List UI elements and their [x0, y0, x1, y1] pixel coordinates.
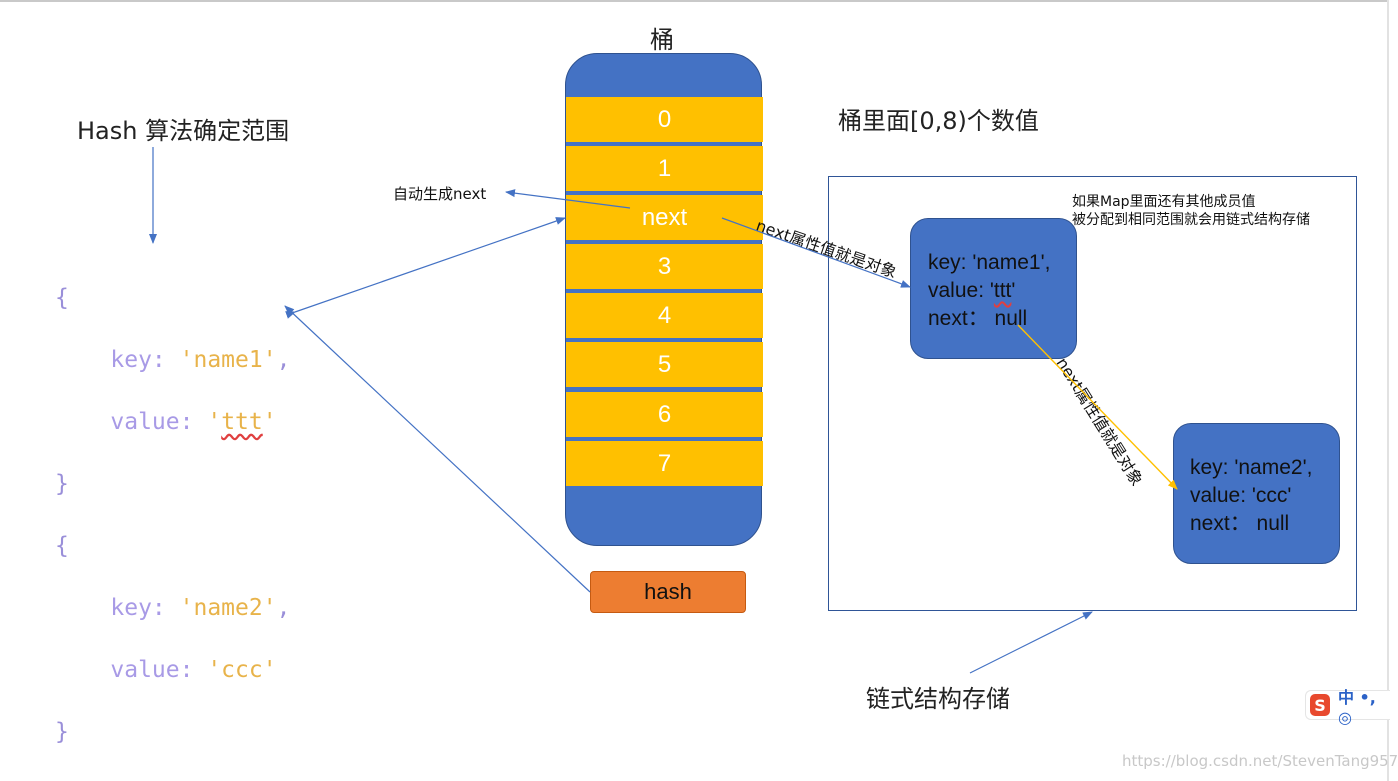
- hash-box: hash: [590, 571, 746, 613]
- code-value-1-quote-open: ': [207, 409, 222, 435]
- node-1-value-prefix: value: ': [928, 279, 994, 302]
- chain-title: 链式结构存储: [866, 685, 1010, 713]
- code-value-1-value: ttt: [221, 409, 263, 435]
- collision-note-line-2: 被分配到相同范围就会用链式结构存储: [1072, 212, 1310, 228]
- bucket-title: 桶: [650, 26, 674, 54]
- bucket-slot-0: 0: [566, 97, 763, 142]
- auto-next-label: 自动生成next: [393, 185, 487, 203]
- bucket: 0 1 next 3 4 5 6 7: [565, 53, 763, 546]
- code-close-brace-2: }: [55, 719, 69, 745]
- code-key-1-value: 'name1': [179, 347, 277, 373]
- code-value-2-value: 'ccc': [207, 657, 277, 683]
- node-1: key: 'name1', value: 'ttt' next： null: [910, 218, 1077, 359]
- node-2: key: 'name2', value: 'ccc' next： null: [1173, 423, 1340, 564]
- watermark: https://blog.csdn.net/StevenTang957: [1122, 752, 1398, 770]
- node-2-next: next： null: [1190, 512, 1290, 535]
- code-to-slot-arrow: [285, 217, 566, 319]
- node-1-next: next： null: [928, 307, 1028, 330]
- bucket-slot-3: 3: [566, 244, 763, 289]
- code-open-brace-2: {: [55, 533, 69, 559]
- code-value-2-key: value:: [110, 657, 208, 683]
- node-2-key: key: 'name2',: [1190, 456, 1313, 479]
- ime-status-text: 中 •, ◎: [1337, 687, 1376, 727]
- bucket-slot-4: 4: [566, 293, 763, 338]
- code-value-1-key: value:: [110, 409, 208, 435]
- node-1-to-node-2-arrow: [1017, 324, 1178, 490]
- node-1-value-suffix: ': [1011, 279, 1016, 302]
- code-key-1-key: key:: [110, 347, 180, 373]
- node-1-value: value: 'ttt': [928, 277, 1076, 305]
- top-border: [0, 0, 1389, 2]
- hash-to-code-arrow: [284, 305, 591, 593]
- code-comma-2: ,: [276, 595, 291, 621]
- auto-next-arrow: [505, 189, 631, 209]
- code-block: { key: 'name1', value: 'ttt' } { key: 'n…: [55, 252, 290, 779]
- chain-title-arrow: [969, 611, 1093, 674]
- bucket-slot-next: next: [566, 195, 763, 240]
- hash-title: Hash 算法确定范围: [77, 117, 290, 145]
- collision-note: 如果Map里面还有其他成员值 被分配到相同范围就会用链式结构存储: [1072, 193, 1310, 229]
- right-border: [1387, 0, 1389, 781]
- ime-toolbar[interactable]: S 中 •, ◎: [1305, 688, 1390, 727]
- node-1-value-word: ttt: [993, 279, 1012, 302]
- bucket-slot-7: 7: [566, 441, 763, 486]
- code-close-brace-1: }: [55, 471, 69, 497]
- code-value-1-quote-close: ': [262, 409, 277, 435]
- bucket-slot-5: 5: [566, 342, 763, 387]
- range-title: 桶里面[0,8)个数值: [838, 107, 1039, 135]
- node-1-key: key: 'name1',: [928, 251, 1051, 274]
- collision-note-line-1: 如果Map里面还有其他成员值: [1072, 194, 1256, 210]
- slot-to-node-1-arrow: [721, 217, 911, 288]
- chain-container: [828, 176, 1357, 611]
- bucket-slot-6: 6: [566, 392, 763, 437]
- node-2-value: value: 'ccc': [1190, 484, 1292, 507]
- sogou-logo-icon: S: [1310, 694, 1330, 716]
- code-comma-1: ,: [276, 347, 291, 373]
- code-key-2-value: 'name2': [179, 595, 277, 621]
- code-open-brace-1: {: [55, 285, 69, 311]
- bucket-slot-1: 1: [566, 146, 763, 191]
- code-key-2-key: key:: [110, 595, 180, 621]
